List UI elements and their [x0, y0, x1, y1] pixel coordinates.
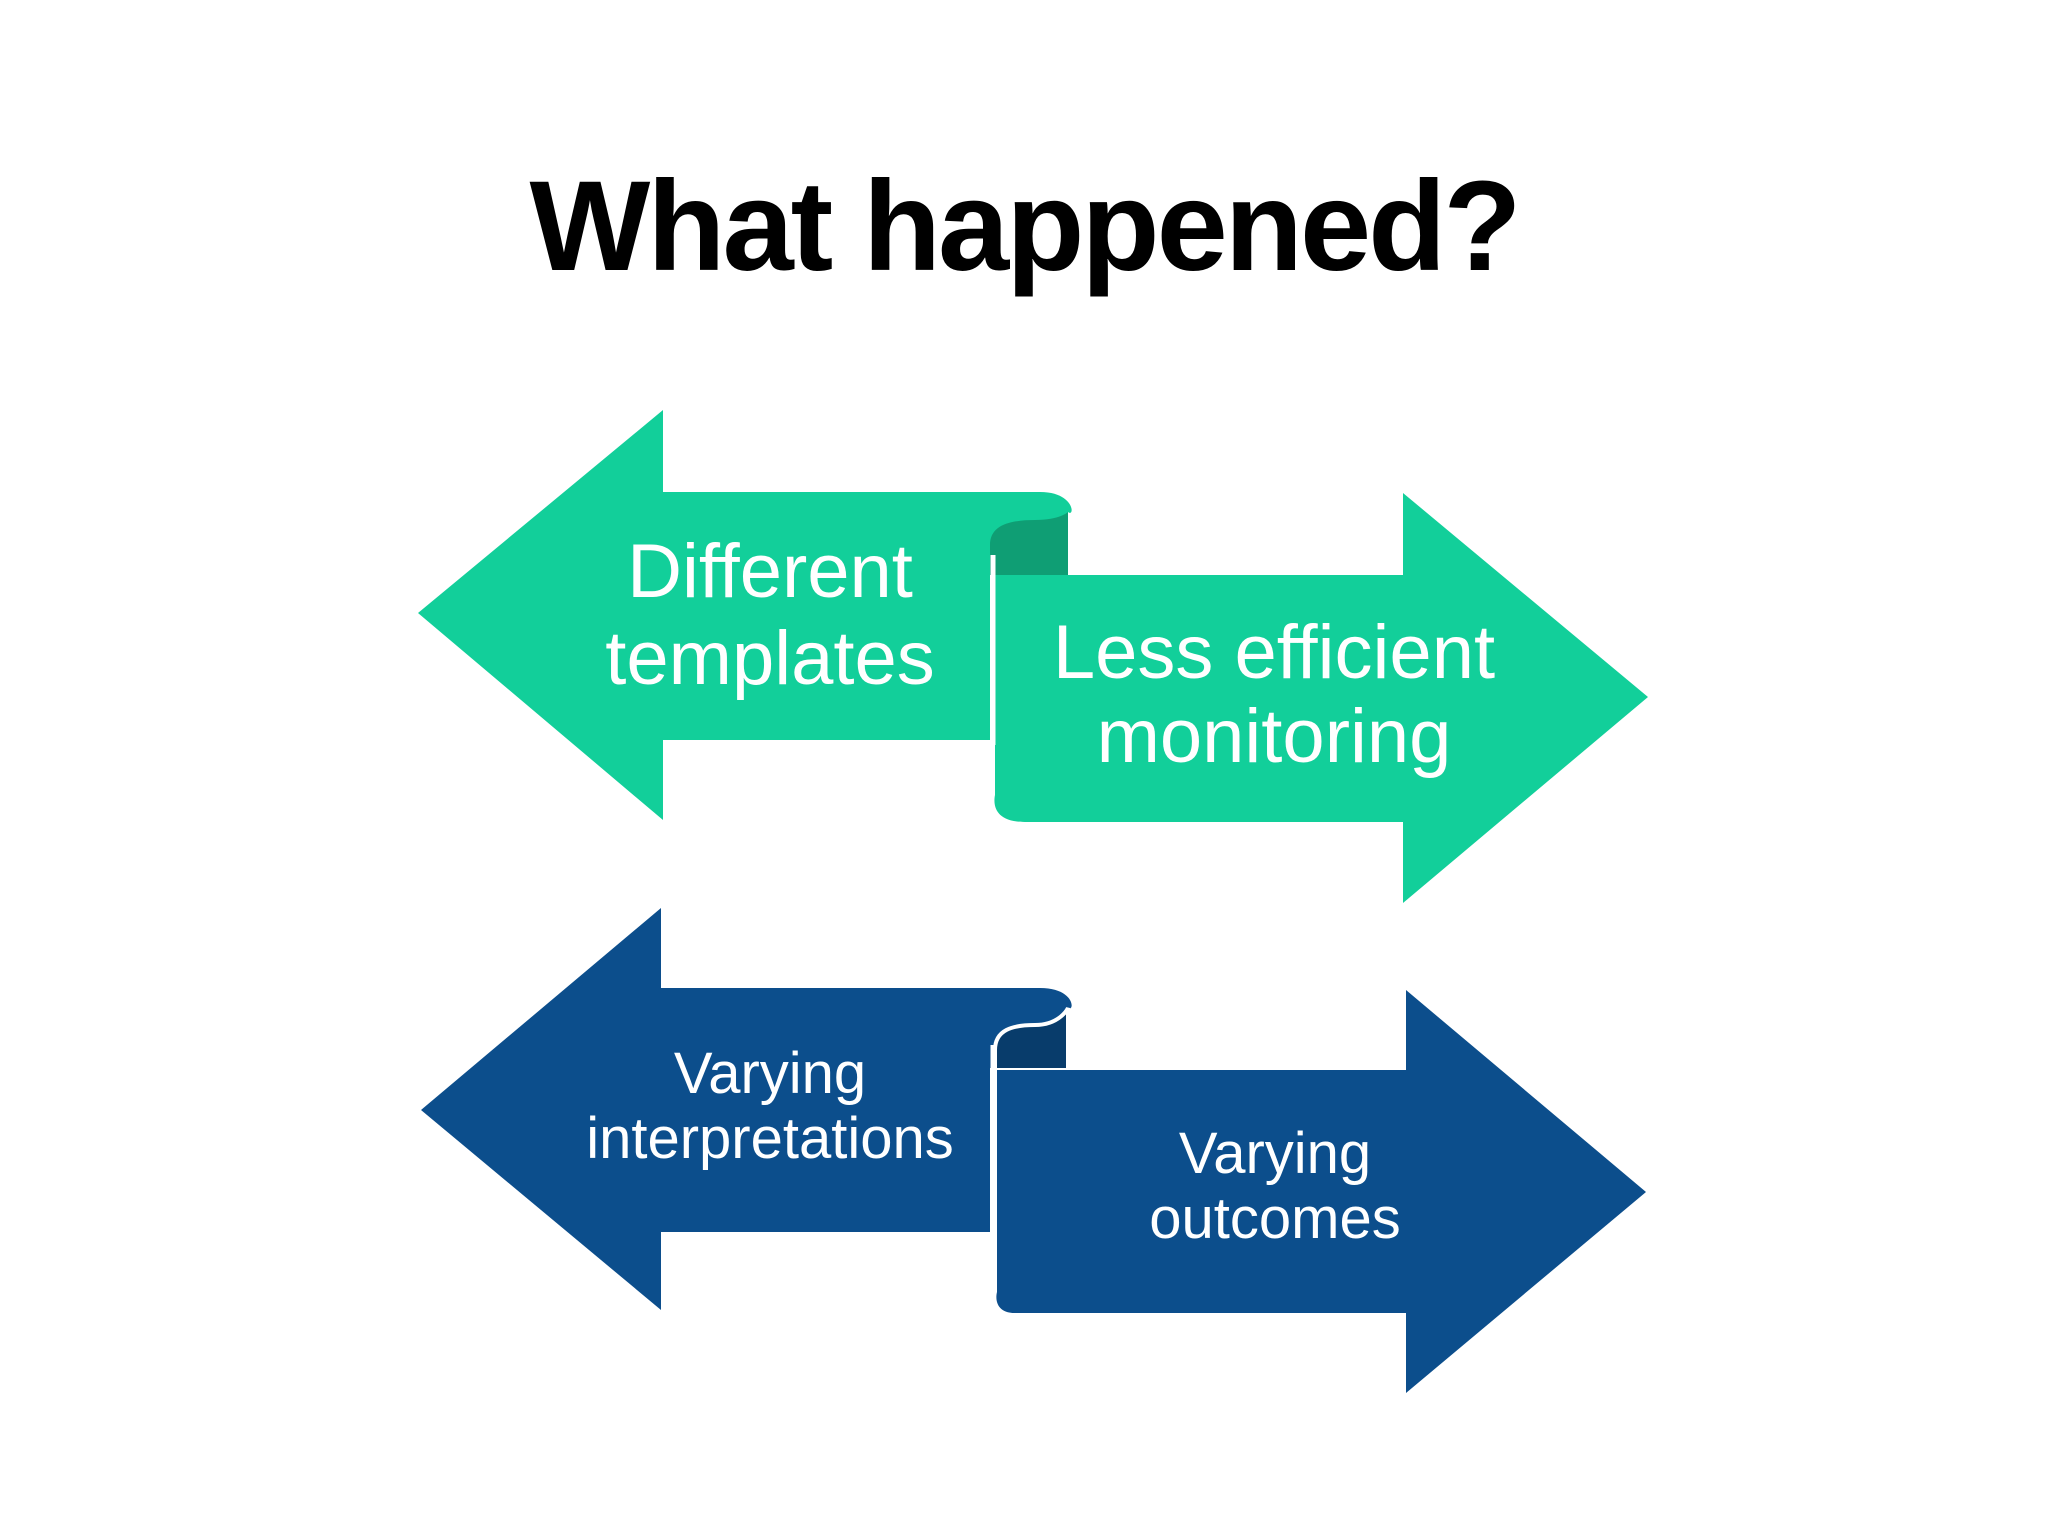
left-arrow-shape	[421, 908, 1072, 1310]
arrow-row-2: Varying interpretations Varying outcomes	[421, 908, 1646, 1393]
left-arrow-label: Varying	[674, 1041, 866, 1106]
left-arrow-label-line2: templates	[605, 616, 935, 701]
right-arrow-shape	[994, 493, 1648, 903]
right-arrow-label-line2: monitoring	[1097, 694, 1452, 779]
right-arrow-shape	[996, 990, 1646, 1393]
left-arrow-label-line2: interpretations	[586, 1106, 954, 1171]
ribbon-fold	[993, 1007, 1070, 1072]
right-arrow-label: Varying	[1179, 1121, 1371, 1186]
ribbon-fold	[990, 512, 1068, 575]
page-title: What happened?	[529, 155, 1518, 298]
right-arrow-label-line2: outcomes	[1149, 1186, 1400, 1251]
arrow-row-1: Different templates Less efficient monit…	[418, 410, 1648, 903]
left-arrow-label: Different	[627, 529, 913, 614]
left-arrow-shape	[418, 410, 1072, 820]
right-arrow-label: Less efficient	[1053, 610, 1495, 695]
